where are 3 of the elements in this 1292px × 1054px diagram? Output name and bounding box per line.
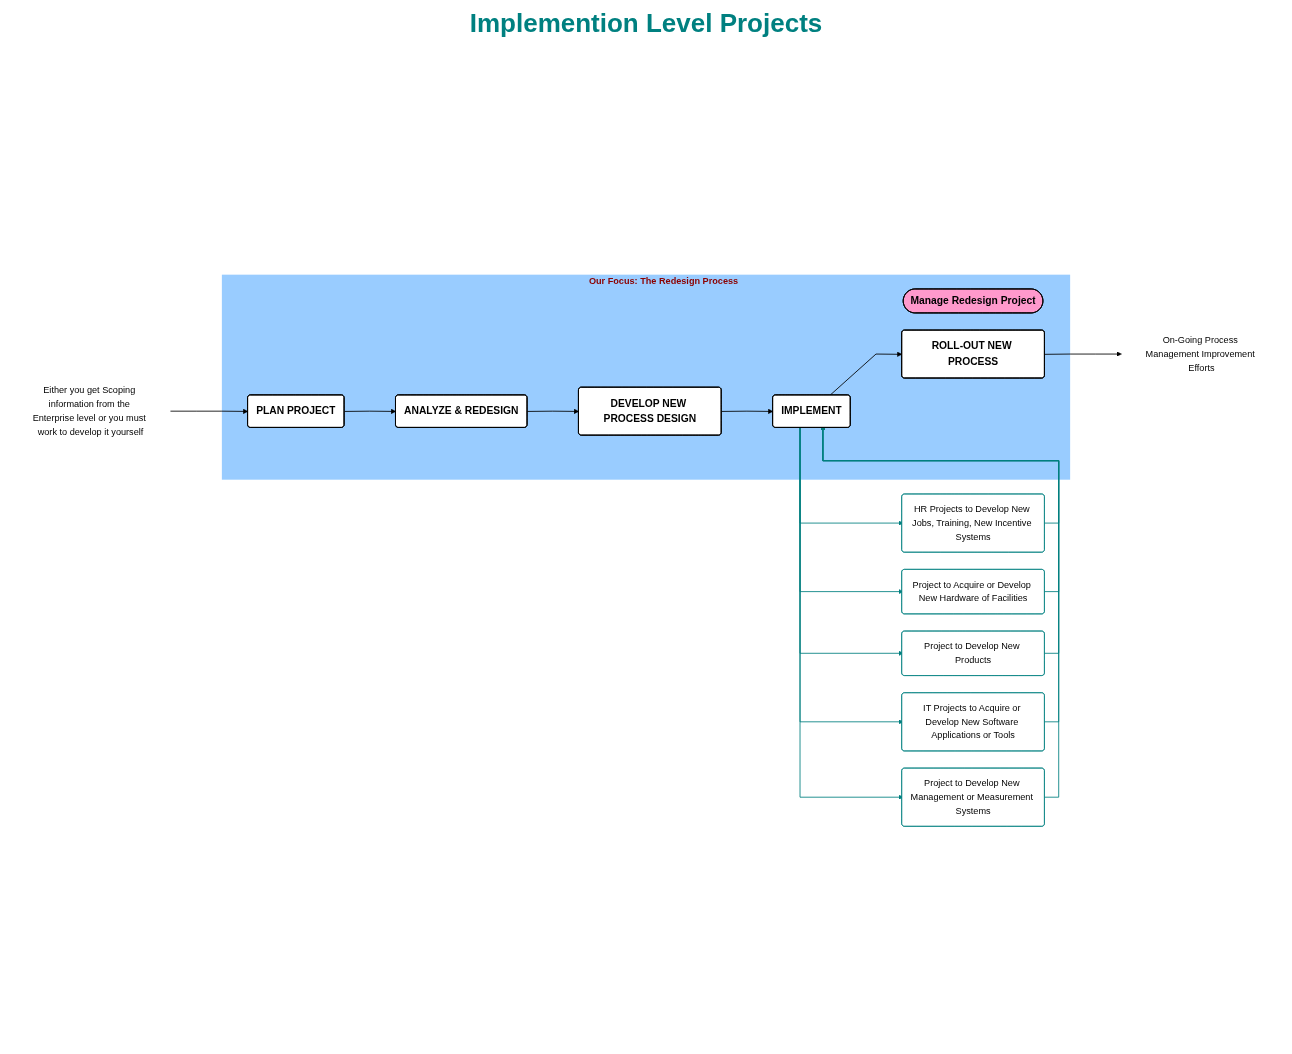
node-text: On-Going Process Management Improvement Efforts <box>1145 335 1255 373</box>
node-text: Either you get Scoping information from the Enterprise level or you must work to develop it yourself <box>32 385 146 437</box>
section-heading: Implemention Level Projects <box>469 8 823 39</box>
